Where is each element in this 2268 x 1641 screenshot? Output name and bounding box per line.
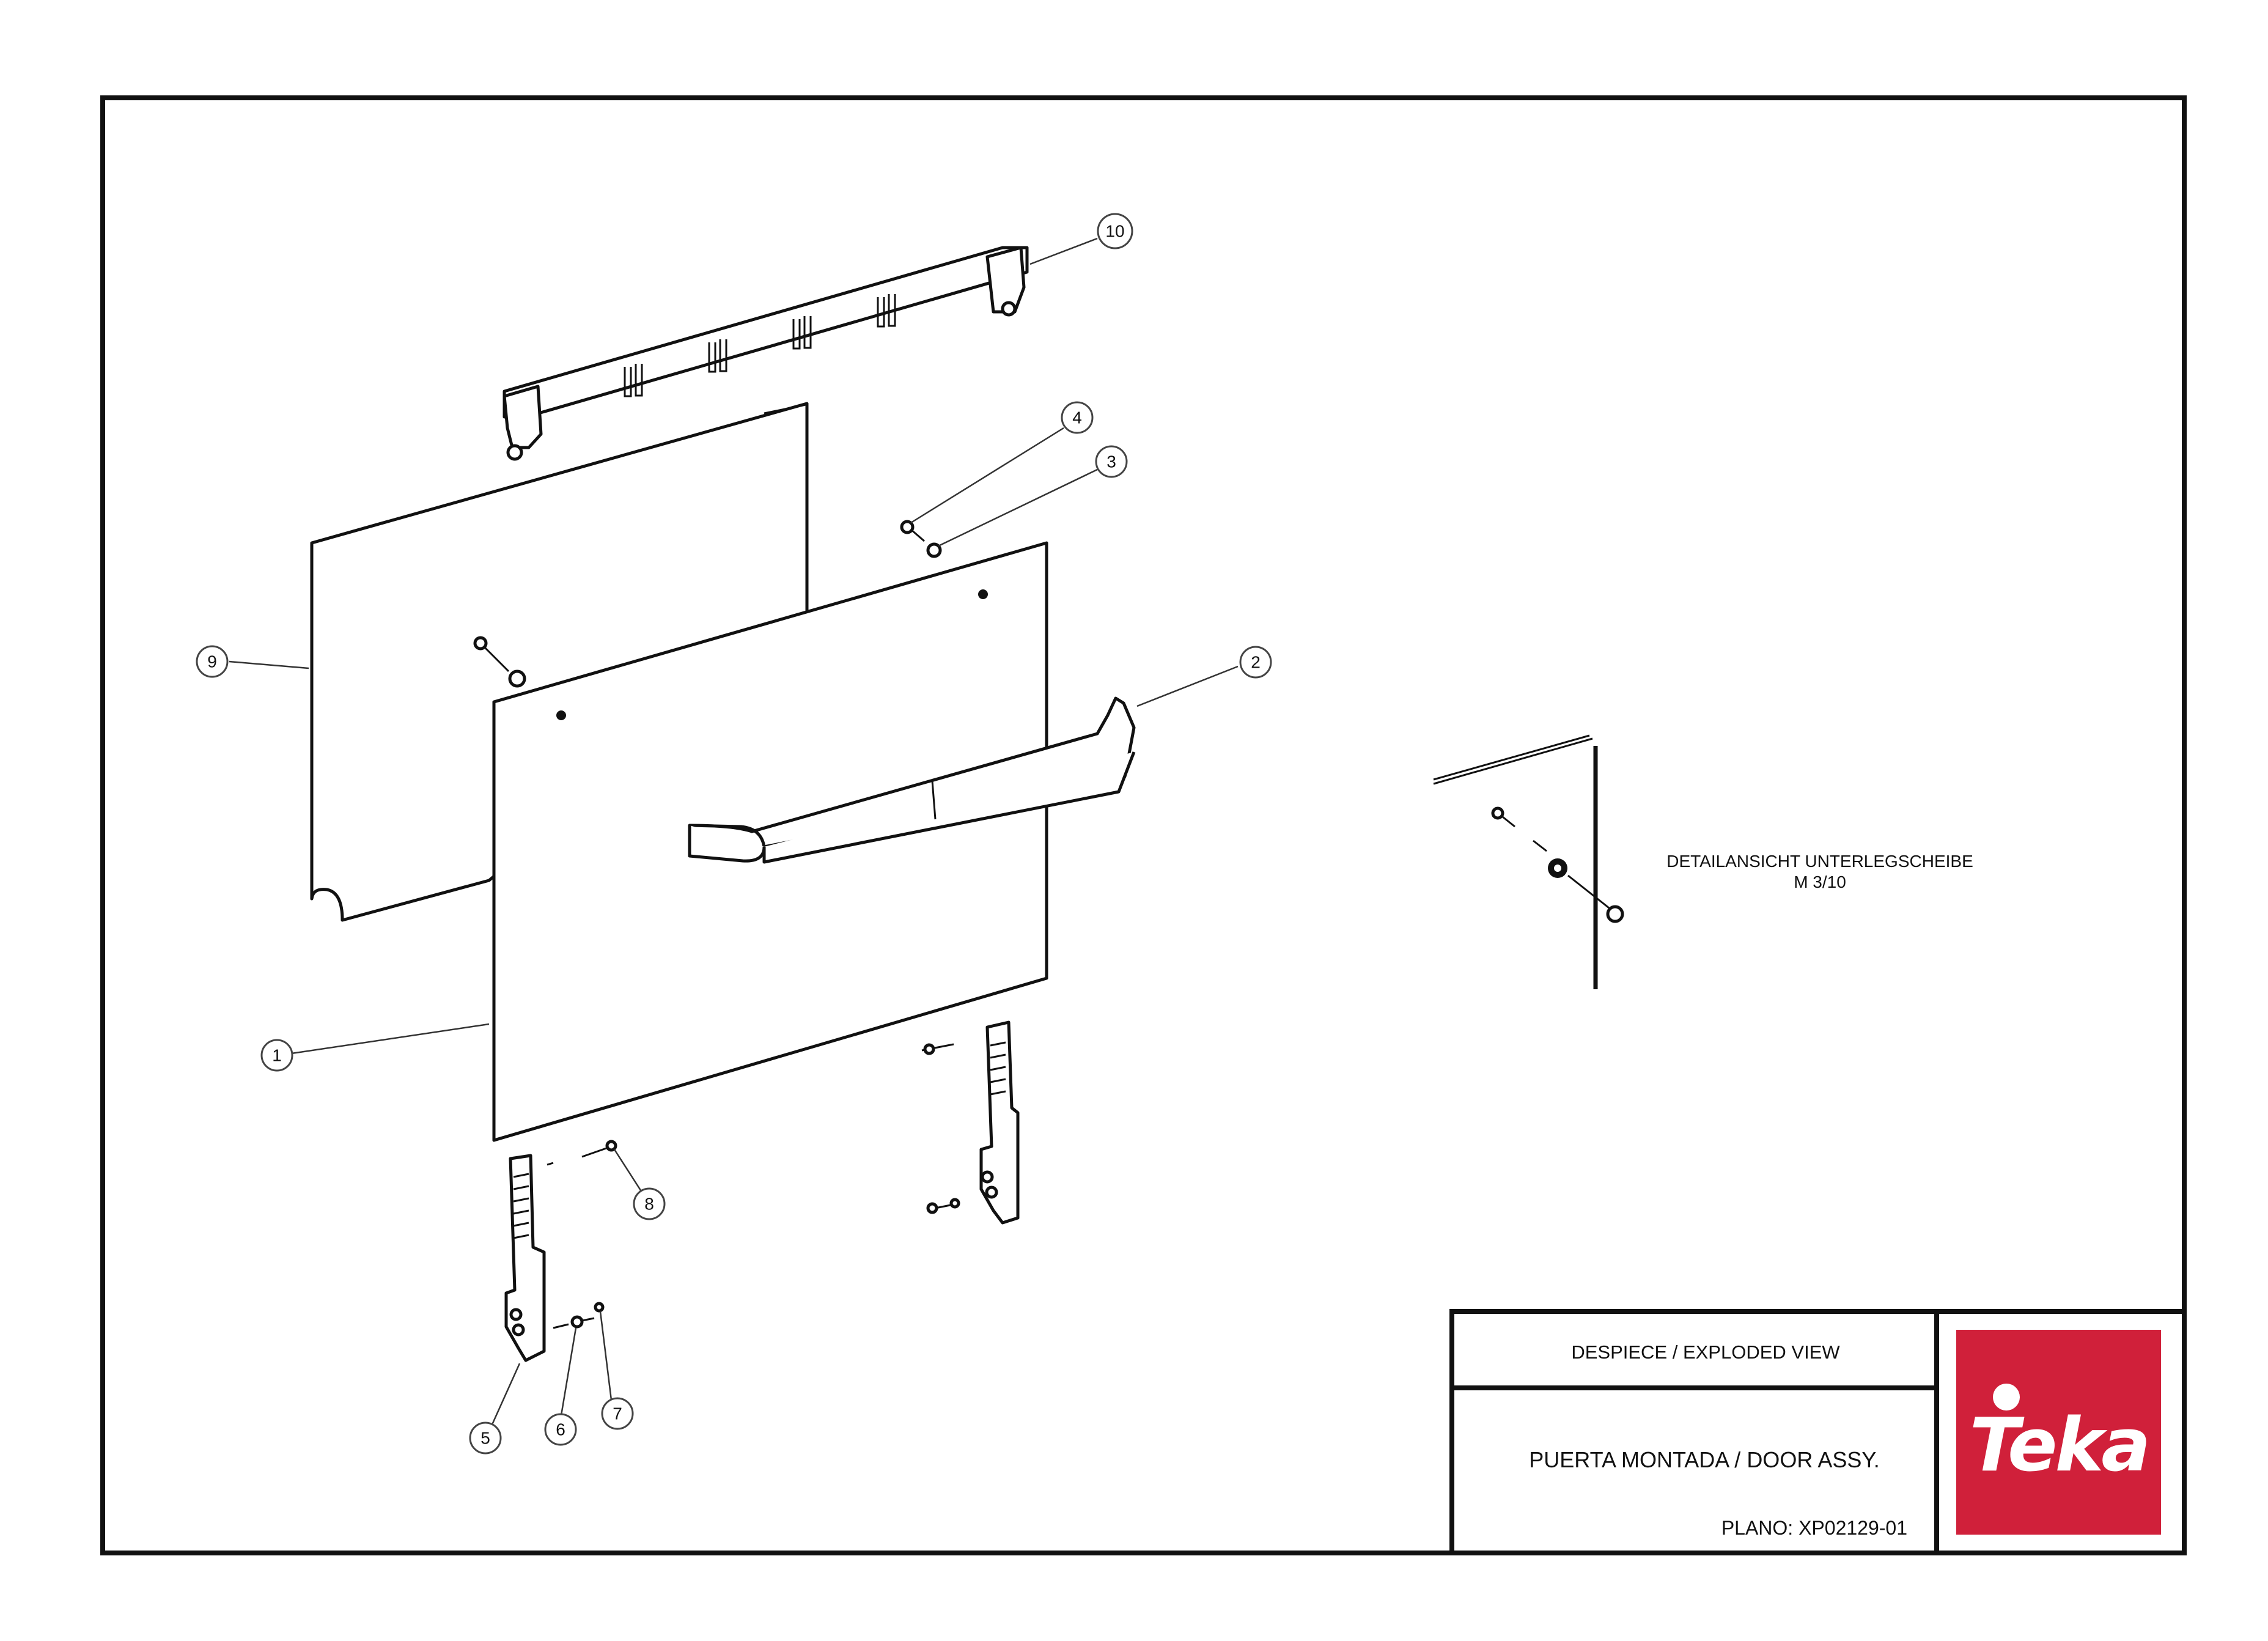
callout-9: 9 bbox=[196, 645, 229, 678]
callout-8: 8 bbox=[633, 1187, 666, 1220]
detail-subtitle: M 3/10 bbox=[1794, 872, 1846, 891]
callout-1-number: 1 bbox=[272, 1046, 282, 1065]
callout-7-number: 7 bbox=[613, 1404, 622, 1423]
part-name: PUERTA MONTADA / DOOR ASSY. bbox=[1529, 1447, 1880, 1472]
part-2-handle bbox=[688, 696, 1136, 864]
callout-8-number: 8 bbox=[644, 1195, 654, 1214]
callout-1: 1 bbox=[260, 1039, 293, 1072]
fasteners bbox=[473, 520, 960, 1214]
right-hinge bbox=[979, 1020, 1020, 1225]
callout-3-number: 3 bbox=[1106, 452, 1116, 471]
callout-6-number: 6 bbox=[556, 1420, 565, 1439]
teka-logo-text: Teka bbox=[1970, 1403, 2149, 1488]
detail-view: DETAILANSICHT UNTERLEGSCHEIBE M 3/10 bbox=[1433, 734, 1973, 989]
teka-logo: Teka bbox=[1956, 1330, 2161, 1535]
callout-5-number: 5 bbox=[480, 1429, 490, 1448]
callout-9-number: 9 bbox=[207, 652, 217, 671]
leader-lines bbox=[229, 237, 1239, 1425]
part-9-inner-panel bbox=[310, 402, 809, 922]
callout-2-number: 2 bbox=[1251, 653, 1261, 672]
callout-5: 5 bbox=[469, 1422, 502, 1455]
callout-7: 7 bbox=[601, 1397, 634, 1430]
part-5-left-hinge bbox=[504, 1154, 605, 1362]
part-10-top-profile bbox=[503, 246, 1029, 461]
callout-10-number: 10 bbox=[1105, 222, 1124, 241]
callout-4-number: 4 bbox=[1072, 408, 1082, 427]
detail-title: DETAILANSICHT UNTERLEGSCHEIBE bbox=[1666, 852, 1973, 871]
callout-6: 6 bbox=[544, 1413, 577, 1446]
drawing-number: PLANO: XP02129-01 bbox=[1721, 1517, 1907, 1539]
callout-2: 2 bbox=[1239, 646, 1272, 679]
callout-4: 4 bbox=[1061, 401, 1094, 434]
drawing-frame bbox=[100, 95, 2187, 1555]
callout-10: 10 bbox=[1097, 213, 1133, 249]
view-label: DESPIECE / EXPLODED VIEW bbox=[1571, 1341, 1840, 1363]
callout-3: 3 bbox=[1095, 445, 1128, 478]
